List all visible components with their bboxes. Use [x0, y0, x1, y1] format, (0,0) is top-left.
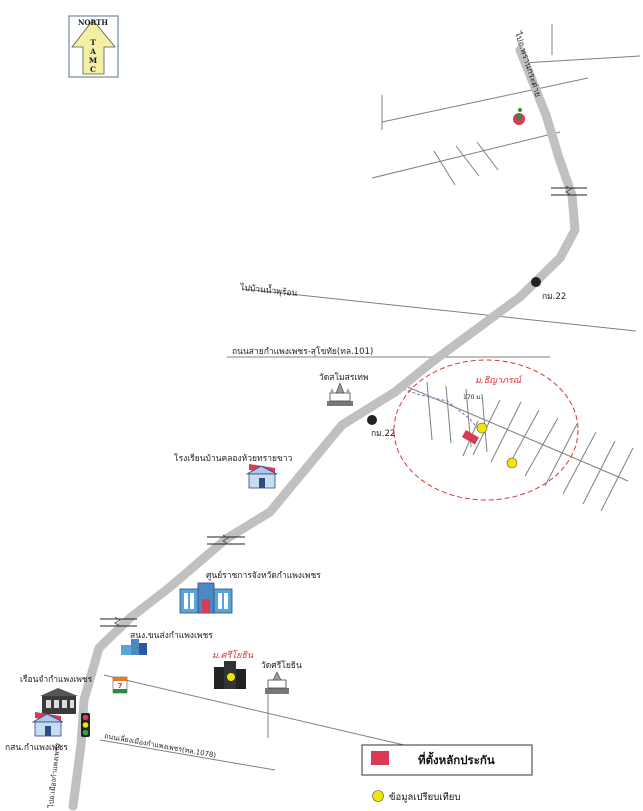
access-path — [402, 388, 480, 431]
site-village-label: ม.ธิญาภรณ์ — [475, 375, 523, 386]
school-label: โรงเรียนบ้านคลองห้วยทรายขาว — [174, 453, 293, 464]
road-break-markers — [100, 185, 587, 627]
legend: ที่ตั้งหลักประกัน ข้อมูลเปรียบเทียบ — [361, 744, 533, 803]
office-small-icon — [121, 639, 147, 655]
legend-comparable-swatch — [372, 790, 384, 802]
office-small-label: สนง.ขนส่งกำแพงเพชร — [130, 631, 213, 641]
tamc-letter-1: T — [90, 38, 96, 47]
distance-label: 170 ม. — [463, 394, 482, 401]
landmark-top-icon — [513, 108, 525, 125]
tamc-letter-4: C — [90, 65, 96, 74]
jail-label: เรือนจำกำแพงเพชร — [20, 674, 93, 685]
comparable-marker-1 — [476, 422, 488, 434]
tamc-letter-3: M — [89, 56, 97, 65]
provincial-center-icon — [179, 582, 233, 614]
north-arrow: NORTH T A M C — [68, 15, 119, 78]
condo-icon — [214, 661, 246, 689]
traffic-light-icon — [81, 713, 90, 737]
tamc-letter-2: A — [89, 47, 96, 56]
top-right-road-label: ไปอ.พรานกระต่าย — [512, 30, 544, 99]
collateral-marker — [461, 430, 479, 445]
km22-top-label: กม.22 — [542, 292, 566, 302]
bank-label: กสน.กำแพงเพชร — [5, 743, 68, 753]
legend-comparable-label: ข้อมูลเปรียบเทียบ — [389, 791, 460, 803]
road-left-1-label: ไปบ้านน้ำพุร้อน — [239, 281, 298, 299]
provincial-center-label: ศูนย์ราชการจังหวัดกำแพงเพชร — [206, 570, 321, 581]
legend-box — [361, 744, 533, 776]
mansion-label: ม.ศรีโยธิน — [212, 649, 254, 661]
legend-collateral-label: ที่ตั้งหลักประกัน — [418, 751, 495, 767]
school-icon — [245, 464, 278, 489]
bank-icon — [31, 712, 64, 737]
convenience-store-icon: 7 — [112, 676, 128, 694]
bottom-road-label: ถนนเลี่ยงเมืองกำแพงเพชร(ทล.1078) — [104, 731, 217, 760]
north-arrow-icon — [71, 19, 116, 75]
km-marker-mid — [367, 415, 377, 425]
temple-icon — [327, 382, 353, 406]
site-radius-circle — [393, 359, 579, 501]
minor-roads — [99, 24, 641, 771]
legend-collateral-swatch — [371, 751, 389, 765]
main-junction-road-label: ถนนสายกำแพงเพชร-สุโขทัย(ทล.101) — [232, 346, 373, 357]
north-label: NORTH — [78, 18, 108, 27]
svg-text:7: 7 — [118, 682, 123, 690]
comparable-marker-2 — [506, 457, 518, 469]
km-marker-top — [531, 277, 541, 287]
temple-bottom-icon — [265, 671, 289, 694]
main-highway — [68, 45, 580, 811]
temple-top-label: วัดสโมสรเทพ — [319, 372, 369, 383]
temple-bottom-label: วัดศรีโยธิน — [261, 660, 302, 671]
jail-icon — [40, 688, 78, 714]
km22-mid-label: กม.22 — [371, 429, 395, 439]
